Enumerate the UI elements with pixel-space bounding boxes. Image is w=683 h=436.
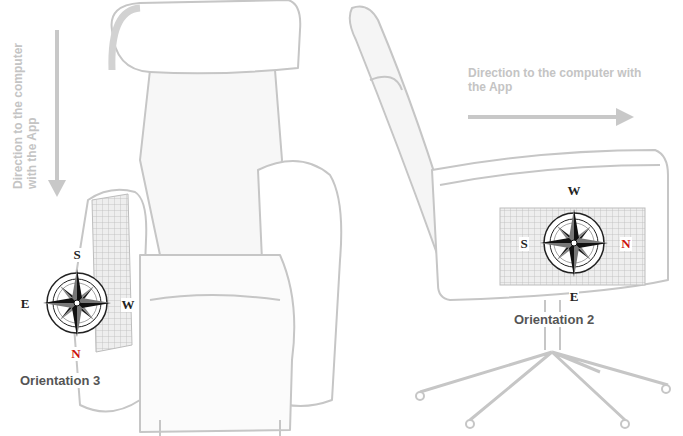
compass-letter: E xyxy=(569,290,580,304)
compass-letter: N xyxy=(70,347,81,361)
direction-note: Direction to the computer with the App xyxy=(466,66,660,94)
compass-letter: S xyxy=(519,237,528,251)
direction-note: Direction to the computer with the App xyxy=(11,19,39,191)
orientation-label: Orientation 3 xyxy=(18,373,102,388)
compass-letter: W xyxy=(121,298,136,312)
orientation-label: Orientation 2 xyxy=(512,312,596,327)
compass-letter: N xyxy=(620,237,631,251)
compass-letter: S xyxy=(72,248,81,262)
compass-letter: W xyxy=(567,184,582,198)
compass-letter: E xyxy=(20,297,31,311)
